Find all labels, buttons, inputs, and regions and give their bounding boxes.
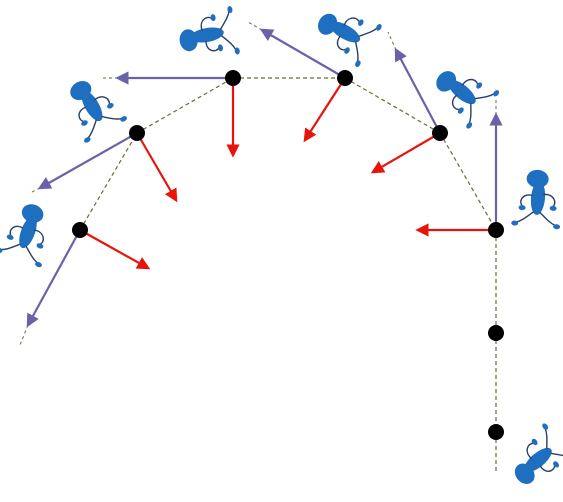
acceleration-arrow (136, 132, 178, 203)
tumbling-figure-icon (0, 204, 44, 268)
tumbling-figure-icon (436, 71, 500, 129)
velocity-arrow (26, 229, 81, 328)
tangent-extension (29, 187, 41, 194)
velocity-arrow (37, 132, 138, 190)
acceleration-arrow (370, 132, 441, 174)
tangent-extension (387, 31, 397, 51)
tumbling-figure-icon (318, 13, 382, 67)
tumbling-figure-icon (511, 169, 561, 230)
tumbling-figure-icon (514, 423, 563, 484)
velocity-arrow (259, 28, 346, 79)
trajectory-node (129, 125, 145, 141)
acceleration-arrow (303, 77, 346, 143)
trajectory-node (225, 70, 241, 86)
trajectory-node (432, 125, 448, 141)
trajectory-segment (79, 132, 138, 231)
tumbling-figure-icon (70, 81, 127, 143)
tangent-extension (19, 324, 29, 346)
trajectory-node (72, 222, 88, 238)
trajectory-segment (136, 77, 234, 134)
trajectory-segment (439, 132, 497, 231)
trajectory-node (488, 325, 504, 341)
tumbling-figure-icon (179, 6, 240, 55)
trajectory-node (488, 424, 504, 440)
acceleration-arrow (79, 229, 151, 270)
trajectory-node (488, 222, 504, 238)
velocity-arrow (394, 47, 441, 134)
trajectory-node (337, 70, 353, 86)
trajectory-segment (344, 77, 441, 134)
tangent-extension (247, 21, 263, 31)
